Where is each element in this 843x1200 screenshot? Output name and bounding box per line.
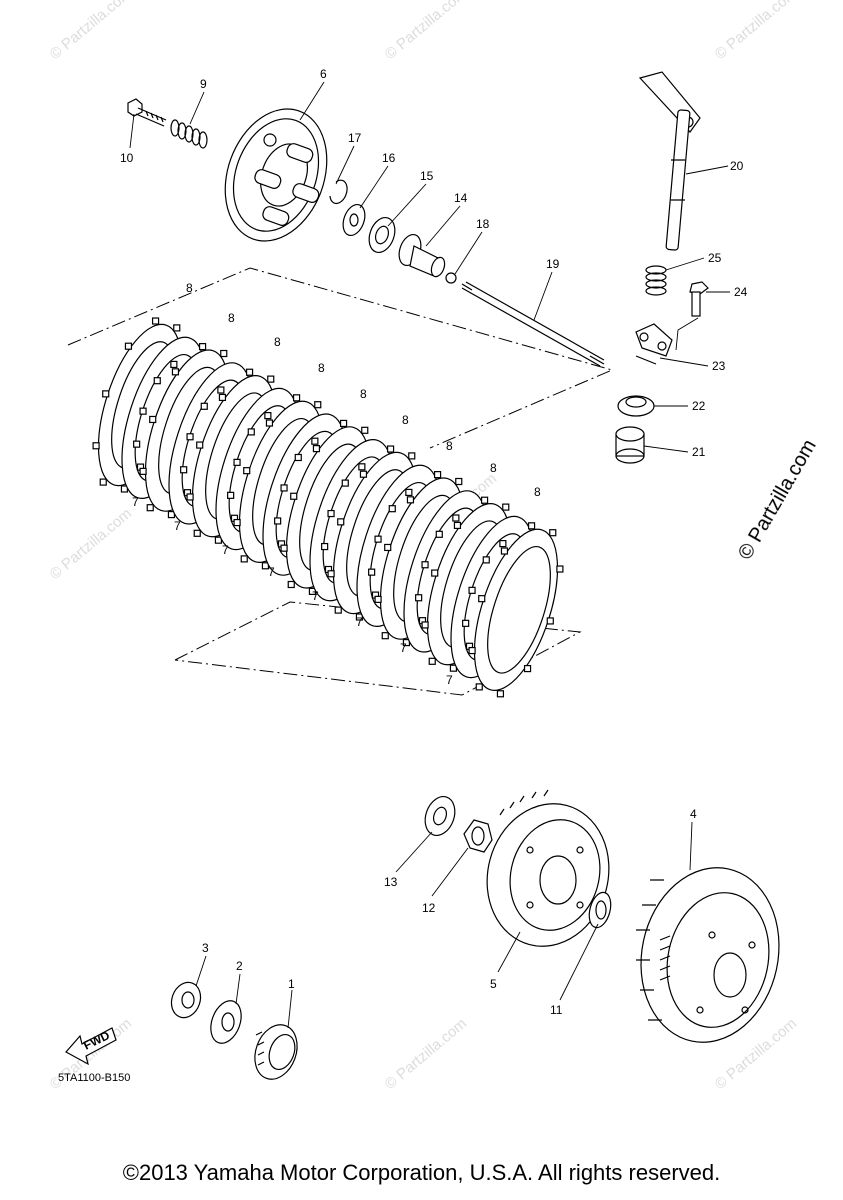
callout-24: 24	[734, 285, 748, 299]
callout-7: 7	[400, 641, 407, 655]
part-25-spring	[645, 265, 667, 296]
callout-7: 7	[356, 615, 363, 629]
callout-20: 20	[730, 159, 744, 173]
part-19-push-rod	[461, 281, 605, 367]
faint-watermark: © Partzilla.com	[47, 505, 135, 583]
callout-16: 16	[382, 151, 396, 165]
part-11-washer	[588, 891, 612, 929]
part-15-bearing	[368, 216, 396, 254]
part-16-washer	[342, 203, 366, 237]
friction-plate	[468, 522, 564, 698]
callout-8: 8	[446, 439, 453, 453]
callout-6: 6	[320, 67, 327, 81]
fwd-arrow-icon: FWD	[65, 1027, 117, 1066]
callout-9: 9	[200, 77, 207, 91]
callout-7: 7	[222, 543, 229, 557]
clutch-plate-stack	[92, 317, 564, 698]
callout-12: 12	[422, 901, 436, 915]
callout-15: 15	[420, 169, 434, 183]
part-21-bearing	[615, 426, 645, 464]
callout-8: 8	[318, 361, 325, 375]
callout-8: 8	[360, 387, 367, 401]
leader-lines	[129, 81, 730, 1029]
callout-7: 7	[132, 495, 139, 509]
part-18-ball	[445, 272, 457, 284]
callout-8: 8	[274, 335, 281, 349]
callout-11: 11	[550, 1003, 563, 1017]
part-24-bolt	[689, 281, 709, 317]
part-23-lever-plate	[635, 323, 673, 365]
part-22-oil-seal	[617, 395, 655, 417]
callout-2: 2	[236, 959, 243, 973]
callout-7: 7	[268, 565, 275, 579]
callout-18: 18	[476, 217, 490, 231]
faint-watermark: © Partzilla.com	[382, 0, 470, 63]
callout-14: 14	[454, 191, 468, 205]
part-13-nut	[424, 796, 456, 836]
callout-7: 7	[446, 673, 453, 687]
faint-watermark: © Partzilla.com	[47, 0, 135, 63]
part-3-bush	[170, 981, 202, 1019]
callout-3: 3	[202, 941, 209, 955]
callout-22: 22	[692, 399, 706, 413]
part-1-gear	[254, 1024, 298, 1080]
callout-7: 7	[174, 519, 181, 533]
callout-17: 17	[348, 131, 362, 145]
part-9-spring	[170, 119, 208, 149]
callout-5: 5	[490, 977, 497, 991]
part-10-bolt	[127, 98, 167, 127]
part-4-primary-driven-gear	[636, 867, 780, 1043]
callout-8: 8	[534, 485, 541, 499]
part-14-push-rod	[398, 233, 446, 278]
callout-7: 7	[312, 589, 319, 603]
faint-watermark: © Partzilla.com	[382, 1015, 470, 1093]
callout-1: 1	[288, 977, 295, 991]
callout-19: 19	[546, 257, 560, 271]
callout-4: 4	[690, 807, 697, 821]
part-12-lock-washer	[463, 819, 493, 853]
callout-21: 21	[692, 445, 706, 459]
callout-23: 23	[712, 359, 726, 373]
callout-8: 8	[490, 461, 497, 475]
diagram-code: 5TA1100-B150	[58, 1072, 131, 1084]
part-5-clutch-boss	[486, 789, 610, 947]
callout-13: 13	[384, 875, 398, 889]
part-6-pressure-plate	[224, 108, 328, 242]
part-17-circlip	[329, 179, 348, 205]
callout-8: 8	[186, 281, 193, 295]
plate-stack-outline	[67, 267, 614, 696]
callout-10: 10	[120, 151, 134, 165]
callout-25: 25	[708, 251, 722, 265]
callout-8: 8	[228, 311, 235, 325]
copyright-notice: ©2013 Yamaha Motor Corporation, U.S.A. A…	[122, 1160, 721, 1185]
callouts: 10 9 6 17 16 15 14 18 19 20 25 24 23 22 …	[120, 67, 748, 1017]
callout-8: 8	[402, 413, 409, 427]
part-20-push-lever-shaft	[638, 71, 701, 251]
faint-watermark: © Partzilla.com	[712, 0, 800, 63]
part-2-thrust-washer	[210, 1000, 242, 1044]
